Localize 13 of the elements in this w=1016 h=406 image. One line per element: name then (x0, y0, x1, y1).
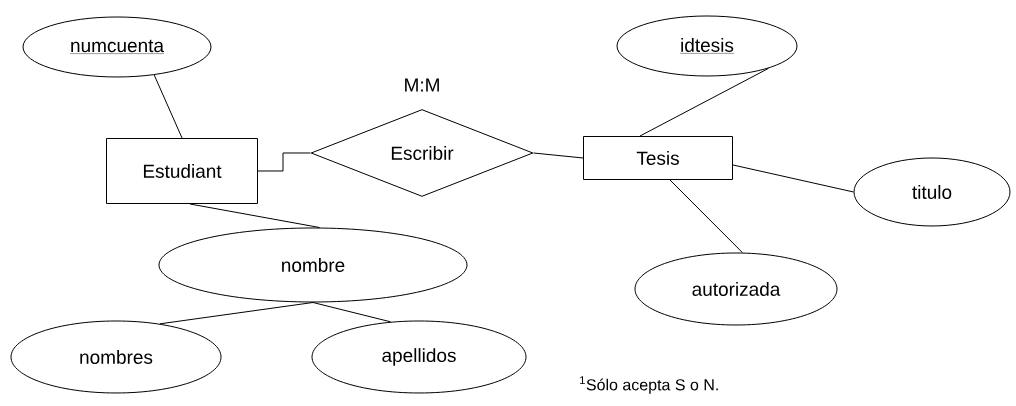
entity-box: Estudiant (106, 138, 258, 204)
connector-line (533, 152, 584, 159)
connector-line (639, 67, 769, 137)
connector-line (732, 164, 854, 193)
connector-line (312, 302, 391, 323)
cardinality-label: M:M (405, 78, 439, 92)
connector-line (257, 152, 311, 172)
connector-line (153, 74, 183, 139)
connector-line (669, 179, 743, 254)
connector-line (189, 203, 321, 228)
footnote-text: $^{1}$Sólo acepta S o N. (580, 376, 718, 394)
entity-box: Tesis (583, 136, 733, 180)
connector-line (159, 302, 314, 325)
